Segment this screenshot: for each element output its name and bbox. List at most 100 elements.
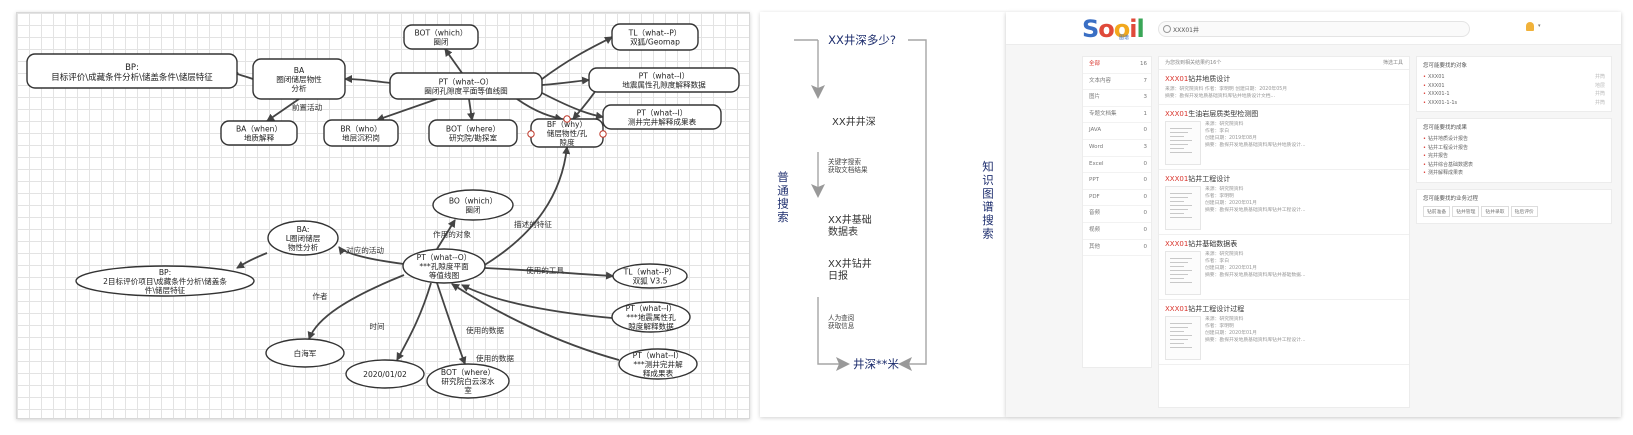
related-result-item[interactable]: •钻井综合基础数据表 (1423, 161, 1473, 168)
result-item[interactable]: XXX01生油岩层质类型检测图来源：研究院资料作者：李白创建日期：2019年08… (1159, 105, 1409, 170)
result-item[interactable]: XXX01钻井工程设计过程来源：研究院资料作者：李明明创建日期：2020年01月… (1159, 300, 1409, 365)
process-tag[interactable]: 钻井管理 (1452, 205, 1480, 217)
flow-arrow-1-label: 关键字搜索获取文档结果 (828, 157, 868, 174)
facet-count: 0 (1143, 127, 1148, 134)
edge-label-tool: 使用的工具 (526, 265, 564, 275)
related-result-item[interactable]: •完井报告 (1423, 153, 1448, 159)
facet-label: Excel (1089, 160, 1104, 167)
flow-caption-kg-search: 知识图谱搜索 (982, 159, 994, 240)
related-process-box: 您可能要找的业务过程 钻前准备钻井管理钻井录取钻后评价 (1416, 188, 1612, 224)
graph-edge (436, 282, 467, 365)
flow-step-3: XX井钻井日报 (828, 257, 872, 282)
graph-node-pt-center2: PT（what--O）***孔隙度平面等值线图 (402, 248, 486, 284)
result-meta: 作者：李明明 (1205, 194, 1234, 199)
graph-edge (266, 98, 300, 122)
related-result-item[interactable]: •测井解释成果表 (1423, 170, 1463, 176)
related-process-title: 您可能要找的业务过程 (1423, 195, 1479, 202)
facet-count: 3 (1143, 94, 1148, 101)
related-results-title: 您可能要找的成果 (1423, 125, 1468, 131)
result-meta: 创建日期：2020年01月 (1205, 201, 1257, 206)
graph-node-tl2: TL（what--P）双狐 V3.5 (612, 263, 688, 289)
facet-count: 16 (1140, 61, 1147, 67)
app-logo[interactable]: Sooil (1082, 15, 1145, 43)
related-objects-title: 您可能要找的对象 (1423, 63, 1468, 69)
facet-count: 0 (1143, 177, 1148, 184)
facet-count: 0 (1143, 210, 1148, 217)
result-item[interactable]: XXX01钻井工程设计来源：研究院资料作者：李明明创建日期：2020年01月摘要… (1159, 170, 1409, 235)
result-meta: 作者：李明明 (1205, 324, 1234, 329)
process-tag[interactable]: 钻后评价 (1510, 205, 1538, 217)
graph-node-pt-i1: PT（what--I）地震属性孔隙度解释数据 (588, 67, 740, 93)
graph-node-bot-where2: BOT（where）研究院白云深水室 (426, 363, 510, 399)
facet-item[interactable]: 全部 16 (1083, 57, 1151, 74)
related-result-item[interactable]: •钻井地质设计报告 (1423, 136, 1468, 142)
facet-label: PDF (1089, 193, 1100, 200)
results-header: 为您找到相关结果约16个 筛选工具 (1159, 57, 1409, 70)
result-meta: 创建日期：2020年01月 (1205, 266, 1257, 271)
facet-item[interactable]: Excel 0 (1083, 157, 1151, 174)
graph-node-bp: BP:目标评价\成藏条件分析\储盖条件\储层特征 (26, 53, 238, 89)
filter-tool-button[interactable]: 筛选工具 (1382, 60, 1403, 66)
result-meta: 来源：研究院资料 (1205, 122, 1244, 127)
result-title[interactable]: XXX01钻井工程设计过程 (1165, 305, 1245, 313)
process-tag[interactable]: 钻前准备 (1423, 205, 1451, 217)
graph-node-bot-where2-label: BOT（where）研究院白云深水室 (441, 368, 495, 395)
user-avatar-icon[interactable] (1526, 22, 1534, 31)
graph-edge (338, 246, 405, 265)
edge-label-object: 作用的对象 (433, 229, 471, 239)
facet-item[interactable]: PPT 0 (1083, 173, 1151, 190)
search-input[interactable]: XXX01井 (1158, 21, 1470, 37)
result-item[interactable]: XXX01钻井地质设计来源：研究院资料 作者：李明明 创建日期：2020年05月… (1159, 70, 1409, 105)
result-title[interactable]: XXX01生油岩层质类型检测图 (1165, 110, 1259, 118)
result-meta: 摘要：勘探开发地质基础资料库钻井地质设计... (1205, 143, 1306, 148)
result-item[interactable]: XXX01钻井基础数据表来源：研究院资料作者：李白创建日期：2020年01月摘要… (1159, 235, 1409, 300)
result-meta: 创建日期：2019年08月 (1205, 136, 1257, 141)
graph-node-bo-which: BO（which）圈闭 (432, 189, 514, 221)
result-title[interactable]: XXX01钻井地质设计 (1165, 75, 1231, 83)
results-panel: 为您找到相关结果约16个 筛选工具 XXX01钻井地质设计来源：研究院资料 作者… (1158, 56, 1410, 408)
graph-edge (516, 98, 563, 122)
kg-flow-arrow (898, 39, 927, 371)
process-tag[interactable]: 钻井录取 (1481, 205, 1509, 217)
graph-edge (444, 48, 463, 74)
graph-node-author: 白海军 (265, 338, 345, 368)
graph-edge (230, 69, 254, 80)
graph-node-tl-top-label: TL（what--P）双狐/Geomap (628, 29, 682, 47)
result-title[interactable]: XXX01钻井工程设计 (1165, 175, 1231, 183)
facet-label: PPT (1089, 177, 1099, 184)
facet-count: 1 (1143, 110, 1148, 117)
graph-edge (307, 274, 405, 340)
result-thumbnail (1165, 186, 1201, 230)
graph-node-tl-top: TL（what--P）双狐/Geomap (611, 23, 699, 51)
graph-edge (396, 282, 432, 361)
edge-label-feature: 描述的特征 (514, 219, 552, 229)
facet-count: 0 (1143, 160, 1148, 167)
edge-label-time: 时间 (369, 321, 384, 331)
facet-label: 视频 (1089, 226, 1101, 233)
result-meta: 来源：研究院资料 (1205, 317, 1244, 322)
graph-node-ba2: BA:L圈闭储层物性分析 (267, 220, 339, 256)
related-result-item[interactable]: •钻井工程设计报告 (1423, 144, 1468, 151)
graph-node-pt-i3-label: PT（what--I）***地震属性孔隙度解释数据 (626, 304, 677, 331)
facet-label: 全部 (1089, 61, 1101, 67)
graph-node-bp2: BP:2目标评价项目\成藏条件分析\储盖条件\储层特征 (75, 265, 255, 297)
chevron-down-icon[interactable]: ▾ (1538, 23, 1541, 29)
graph-edge (482, 146, 571, 267)
result-title[interactable]: XXX01钻井基础数据表 (1165, 240, 1238, 248)
graph-node-bo-which-label: BO（which）圈闭 (449, 197, 497, 215)
